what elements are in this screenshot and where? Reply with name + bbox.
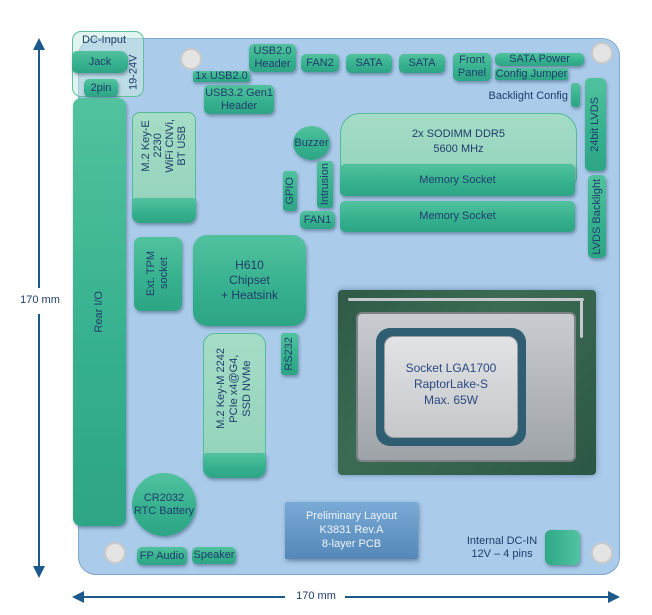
backlight-config-label: Backlight Config xyxy=(488,90,569,102)
dc-2pin-connector: 2pin xyxy=(84,79,118,97)
m2-key-m-connector xyxy=(203,453,266,478)
cpu-heatspreader xyxy=(384,336,518,438)
rs232-label: RS232 xyxy=(283,337,295,371)
gpio-label: GPIO xyxy=(283,177,296,205)
h610-chipset: H610 Chipset + Heatsink xyxy=(193,235,306,326)
rs232-header: RS232 xyxy=(281,333,298,375)
mounting-hole xyxy=(591,42,613,64)
rear-io: Rear I/O xyxy=(73,98,126,526)
arrow-left-icon xyxy=(72,591,84,603)
m2-key-m-label: M.2 Key-M 2242 PCIe x4@G4, SSD NVMe xyxy=(215,348,253,429)
sata-port-1: SATA xyxy=(346,54,392,73)
fp-audio-header: FP Audio xyxy=(137,547,187,565)
m2-key-e-label: M.2 Key-E 2230 WiFi CNVi, BT USB xyxy=(140,119,188,173)
dc-jack-connector: Jack xyxy=(72,51,128,73)
mounting-hole xyxy=(104,542,126,564)
m2-key-m-slot: M.2 Key-M 2242 PCIe x4@G4, SSD NVMe xyxy=(203,333,266,475)
usb2-header: USB2.0 Header xyxy=(249,44,296,72)
lvds-label: 24bit LVDS xyxy=(589,97,601,152)
socket-lever xyxy=(348,298,584,301)
height-label: 170 mm xyxy=(12,294,68,307)
usb32-header: USB3.2 Gen1 Header xyxy=(204,85,274,114)
layout-info-box: Preliminary Layout K3831 Rev.A 8-layer P… xyxy=(285,502,418,559)
arrow-up-icon xyxy=(33,38,45,50)
width-label: 170 mm xyxy=(288,590,344,603)
arrow-down-icon xyxy=(33,566,45,578)
memory-socket-1: Memory Socket xyxy=(340,164,575,196)
cpu-socket: Socket LGA1700 RaptorLake-S Max. 65W xyxy=(338,290,596,475)
lvds-backlight-connector: LVDS Backlight xyxy=(588,175,606,258)
sata-power-connector: SATA Power xyxy=(495,53,584,66)
internal-dc-in-label: Internal DC-IN 12V – 4 pins xyxy=(466,535,538,560)
fan2-header: FAN2 xyxy=(301,54,339,72)
mounting-hole xyxy=(591,542,613,564)
cpu-label: Socket LGA1700 RaptorLake-S Max. 65W xyxy=(405,361,497,407)
config-jumper: Config Jumper xyxy=(495,67,568,80)
intrusion-header: Intrusion xyxy=(317,161,333,208)
arrow-right-icon xyxy=(608,591,620,603)
intrusion-label: Intrusion xyxy=(318,163,331,206)
fan1-header: FAN1 xyxy=(300,211,335,229)
rear-io-label: Rear I/O xyxy=(93,291,105,333)
memory-socket-2: Memory Socket xyxy=(340,201,575,232)
socket-lever-arm xyxy=(580,298,583,338)
lvds-backlight-label: LVDS Backlight xyxy=(590,178,603,255)
buzzer: Buzzer xyxy=(293,126,330,160)
internal-dc-in-connector xyxy=(545,530,580,565)
mounting-hole xyxy=(180,48,202,70)
speaker-header: Speaker xyxy=(192,547,236,564)
front-panel-header: Front Panel xyxy=(453,53,491,81)
m2-key-e-connector xyxy=(132,198,196,223)
gpio-header: GPIO xyxy=(283,171,297,211)
dc-input-label: DC-Input xyxy=(81,34,127,46)
usb2-port: 1x USB2.0 xyxy=(193,71,250,82)
rtc-battery: CR2032 RTC Battery xyxy=(132,473,196,536)
lvds-connector: 24bit LVDS xyxy=(585,78,606,171)
sata-port-2: SATA xyxy=(399,54,445,73)
backlight-config-jumper xyxy=(571,83,580,107)
tpm-label: Ext. TPM socket xyxy=(145,251,170,297)
dc-voltage-label: 19-24V xyxy=(127,54,140,90)
tpm-socket: Ext. TPM socket xyxy=(134,237,182,311)
